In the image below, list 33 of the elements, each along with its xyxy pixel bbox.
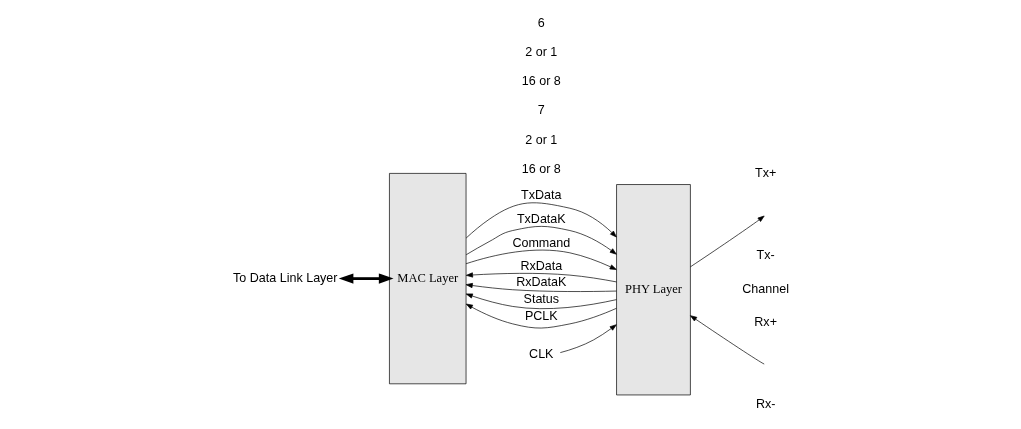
arrow (559, 324, 617, 353)
label: Tx- (756, 248, 775, 263)
node-text: CLK (528, 347, 553, 362)
arrow (465, 249, 617, 270)
label: 16 or 8 (521, 161, 561, 176)
arrow (689, 315, 765, 365)
node-box: MAC Layer (388, 173, 466, 385)
label: 2 or 1 (524, 132, 557, 147)
arrow (338, 273, 393, 284)
arrow (465, 293, 617, 310)
label: 6 (537, 15, 545, 30)
arrow (465, 202, 617, 239)
arrow (689, 215, 765, 268)
arrow (465, 303, 617, 329)
label: 7 (537, 103, 545, 118)
label: Tx+ (754, 166, 776, 181)
node-text: To Data Link Layer (232, 270, 338, 285)
label: Channel (741, 281, 789, 296)
edge-label: TxDataK (516, 212, 566, 227)
edge-label: RxData (519, 258, 562, 273)
arrow (465, 272, 617, 283)
label: Rx- (755, 397, 775, 412)
edge-label: Command (511, 235, 570, 250)
label: Rx+ (753, 315, 777, 330)
node-box: PHY Layer (615, 184, 691, 396)
arrow (465, 226, 617, 256)
label: 16 or 8 (521, 74, 561, 89)
arrow (465, 283, 617, 292)
label: 2 or 1 (524, 44, 557, 59)
edge-label: TxData (520, 188, 561, 203)
edge-label: RxDataK (515, 274, 566, 289)
edge-label: PCLK (524, 308, 558, 323)
edge-label: Status (523, 291, 559, 306)
